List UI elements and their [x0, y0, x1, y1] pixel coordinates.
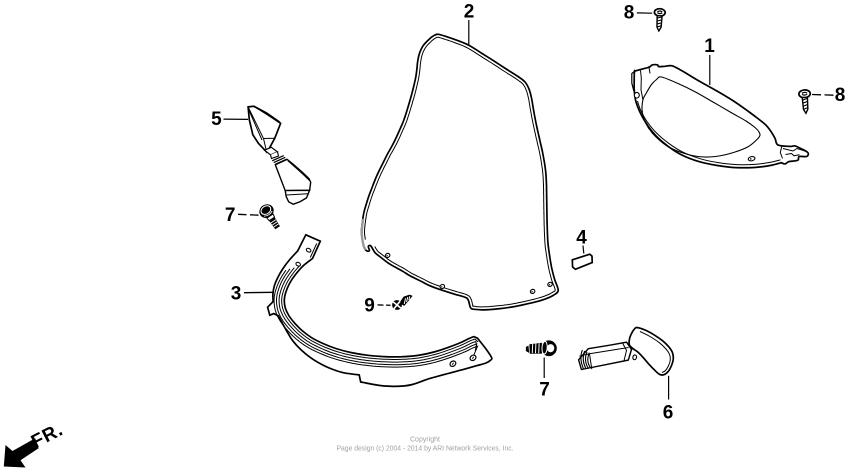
svg-text:Copyright: Copyright: [410, 435, 441, 444]
svg-text:4: 4: [576, 227, 587, 248]
svg-text:3: 3: [231, 284, 242, 305]
svg-text:1: 1: [704, 36, 715, 57]
svg-text:5: 5: [211, 109, 222, 130]
svg-text:8: 8: [624, 3, 635, 24]
svg-text:7: 7: [539, 380, 550, 401]
svg-text:2: 2: [464, 2, 475, 23]
svg-text:Page design (c) 2004 - 2014 by: Page design (c) 2004 - 2014 by ARI Netwo…: [337, 444, 514, 453]
svg-text:9: 9: [364, 296, 375, 317]
svg-text:6: 6: [663, 403, 674, 424]
svg-text:7: 7: [225, 205, 236, 226]
svg-text:8: 8: [835, 85, 846, 106]
